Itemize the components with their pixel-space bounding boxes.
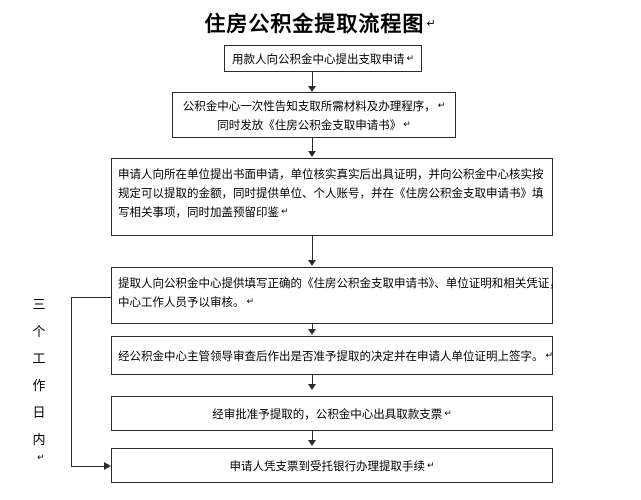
edge-1-2-arrowhead-icon	[308, 86, 316, 92]
flow-node-step-2-line-2: 同时发放《住房公积金支取申请书》↵	[217, 118, 411, 132]
side-label-char-2: 个	[32, 325, 46, 340]
flow-node-step-7[interactable]: 申请人凭支票到受托银行办理提取手续↵	[111, 448, 553, 483]
flow-node-step-4-line-2: 中心工作人员予以审核。↵	[118, 295, 255, 309]
edge-5-6-arrowhead-icon	[308, 384, 316, 390]
paragraph-mark-icon: ↵	[281, 207, 289, 217]
flow-node-step-2[interactable]: 公积金中心一次性告知支取所需材料及办理程序，↵ 同时发放《住房公积金支取申请书》…	[172, 92, 456, 138]
edge-2-3-line	[312, 138, 313, 152]
edge-3-4-arrowhead-icon	[308, 260, 316, 266]
flow-node-step-5-line-1: 经公积金中心主管领导审查后作出是否准予提取的决定并在申请人单位证明上签字。↵	[118, 349, 554, 363]
flow-node-step-3[interactable]: 申请人向所在单位提出书面申请，单位核实真实后出具证明，并向公积金中心核实按 规定…	[111, 158, 553, 236]
side-label-three-working-days: 三 个 工 作 日 内 ↵	[28, 292, 50, 463]
paragraph-mark-icon: ↵	[37, 453, 45, 463]
flow-node-step-6[interactable]: 经审批准予提取的，公积金中心出具取款支票↵	[111, 396, 553, 431]
edge-2-3-arrowhead-icon	[308, 151, 316, 157]
flow-node-step-5[interactable]: 经公积金中心主管领导审查后作出是否准予提取的决定并在申请人单位证明上签字。↵	[111, 336, 553, 375]
flow-node-step-4-line-1: 提取人向公积金中心提供填写正确的《住房公积金支取申请书》、单位证明和相关凭证，	[118, 276, 561, 290]
bracket-bottom-segment	[71, 466, 105, 467]
flow-node-step-4[interactable]: 提取人向公积金中心提供填写正确的《住房公积金支取申请书》、单位证明和相关凭证， …	[111, 267, 561, 324]
edge-6-7-arrowhead-icon	[308, 440, 316, 446]
edge-1-2-line	[312, 72, 313, 89]
flow-node-step-1-line-1: 用款人向公积金中心提出支取申请↵	[231, 52, 415, 66]
flow-node-step-3-line-2: 规定可以提取的金额，同时提供单位、个人账号，并在《住房公积金支取申请书》填	[118, 186, 544, 200]
side-label-char-5: 日	[32, 406, 46, 421]
edge-4-5-arrowhead-icon	[308, 329, 316, 335]
paragraph-mark-icon: ↵	[437, 101, 446, 111]
paragraph-mark-icon: ↵	[246, 297, 255, 307]
flow-node-step-1[interactable]: 用款人向公积金中心提出支取申请↵	[224, 45, 422, 72]
edge-5-6-line	[312, 375, 313, 384]
bracket-top-segment	[71, 297, 112, 298]
flow-node-step-6-line-1: 经审批准予提取的，公积金中心出具取款支票↵	[212, 407, 452, 421]
page-title: 住房公积金提取流程图↵	[0, 8, 641, 38]
page-title-text: 住房公积金提取流程图	[204, 12, 425, 36]
side-label-char-3: 工	[32, 352, 46, 367]
paragraph-mark-icon: ↵	[426, 17, 437, 30]
flow-node-step-2-line-1: 公积金中心一次性告知支取所需材料及办理程序，↵	[182, 99, 446, 113]
paragraph-mark-icon: ↵	[426, 461, 435, 471]
side-label-char-1: 三	[32, 298, 46, 313]
edge-3-4-line	[312, 236, 313, 261]
edge-6-7-line	[312, 431, 313, 440]
edge-4-5-line	[312, 324, 313, 330]
paragraph-mark-icon: ↵	[444, 409, 452, 419]
flow-node-step-7-line-1: 申请人凭支票到受托银行办理提取手续↵	[229, 459, 435, 473]
side-label-char-4: 作	[32, 379, 46, 394]
paragraph-mark-icon: ↵	[406, 54, 415, 64]
flow-node-step-3-line-1: 申请人向所在单位提出书面申请，单位核实真实后出具证明，并向公积金中心核实按	[118, 167, 544, 181]
bracket-arrowhead-icon	[104, 462, 111, 470]
bracket-vertical-segment	[71, 297, 72, 466]
flow-node-step-3-line-3: 写相关事项，同时加盖预留印鉴↵	[118, 205, 289, 219]
side-label-char-6: 内	[32, 433, 46, 448]
paragraph-mark-icon: ↵	[545, 351, 554, 361]
paragraph-mark-icon: ↵	[403, 120, 411, 130]
